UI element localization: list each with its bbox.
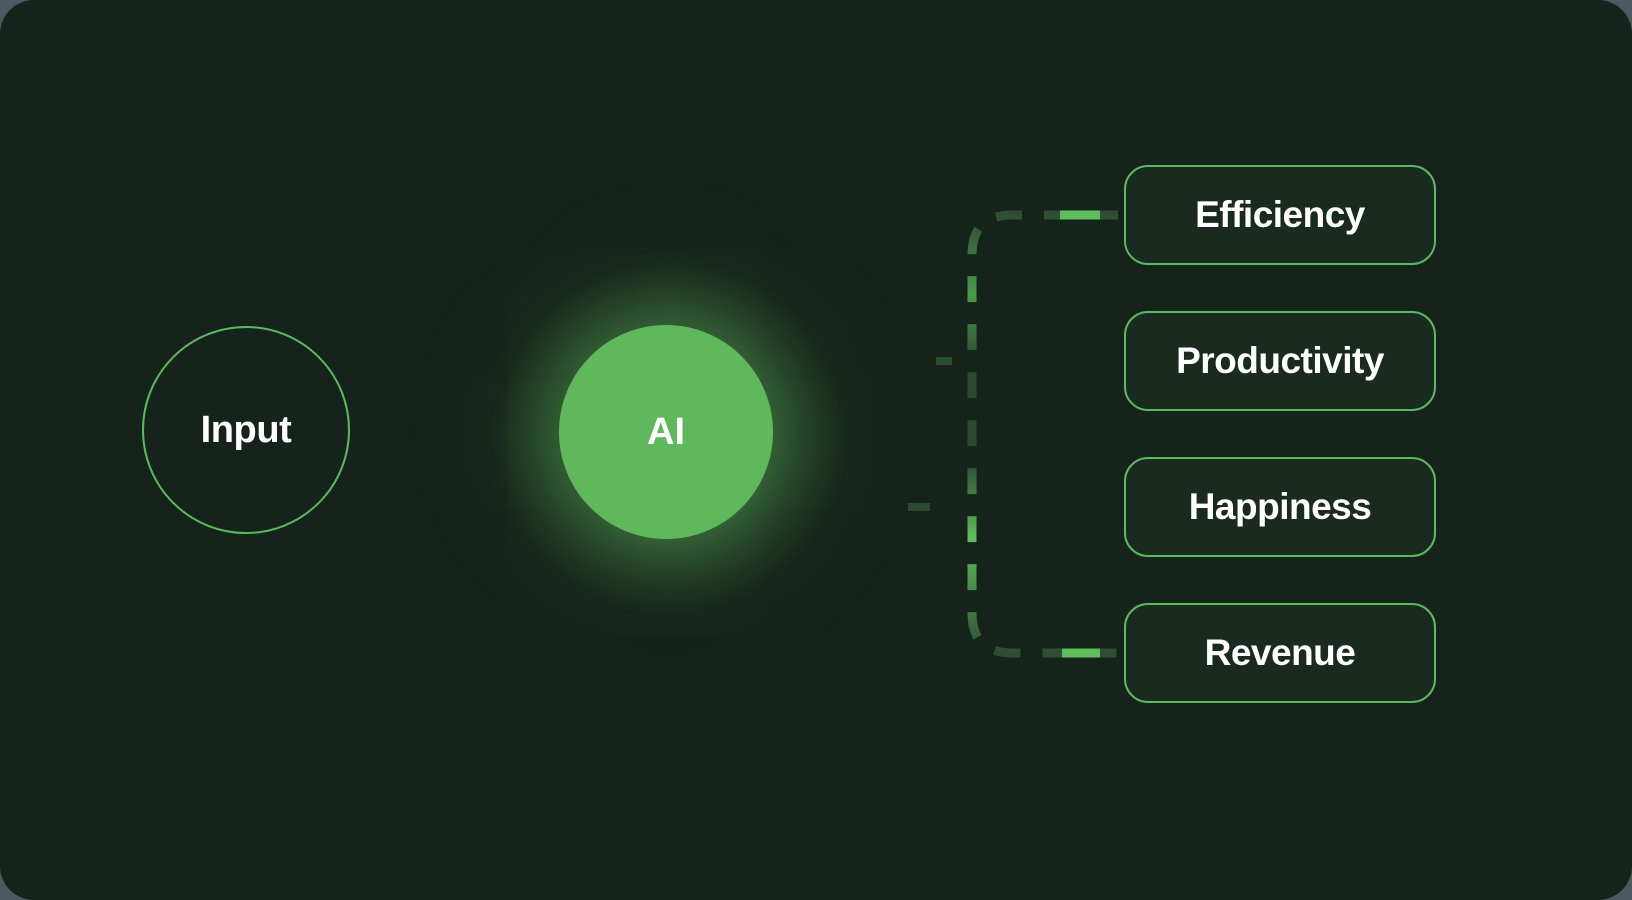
wire-spine bbox=[967, 210, 1118, 658]
node-input-label: Input bbox=[200, 408, 292, 451]
outcome-card-label: Productivity bbox=[1176, 340, 1384, 381]
outcome-card-productivity[interactable]: Productivity bbox=[1124, 311, 1436, 411]
outcome-card-label: Happiness bbox=[1188, 486, 1372, 527]
node-input[interactable]: Input bbox=[142, 326, 350, 534]
outcome-card-label: Efficiency bbox=[1195, 194, 1365, 235]
outcome-card-label: Revenue bbox=[1204, 632, 1356, 673]
node-ai-label: AI bbox=[647, 410, 685, 453]
node-ai[interactable]: AI bbox=[559, 325, 773, 539]
outcome-card-revenue[interactable]: Revenue bbox=[1124, 603, 1436, 703]
outcome-card-happiness[interactable]: Happiness bbox=[1124, 457, 1436, 557]
outcome-card-efficiency[interactable]: Efficiency bbox=[1124, 165, 1436, 265]
